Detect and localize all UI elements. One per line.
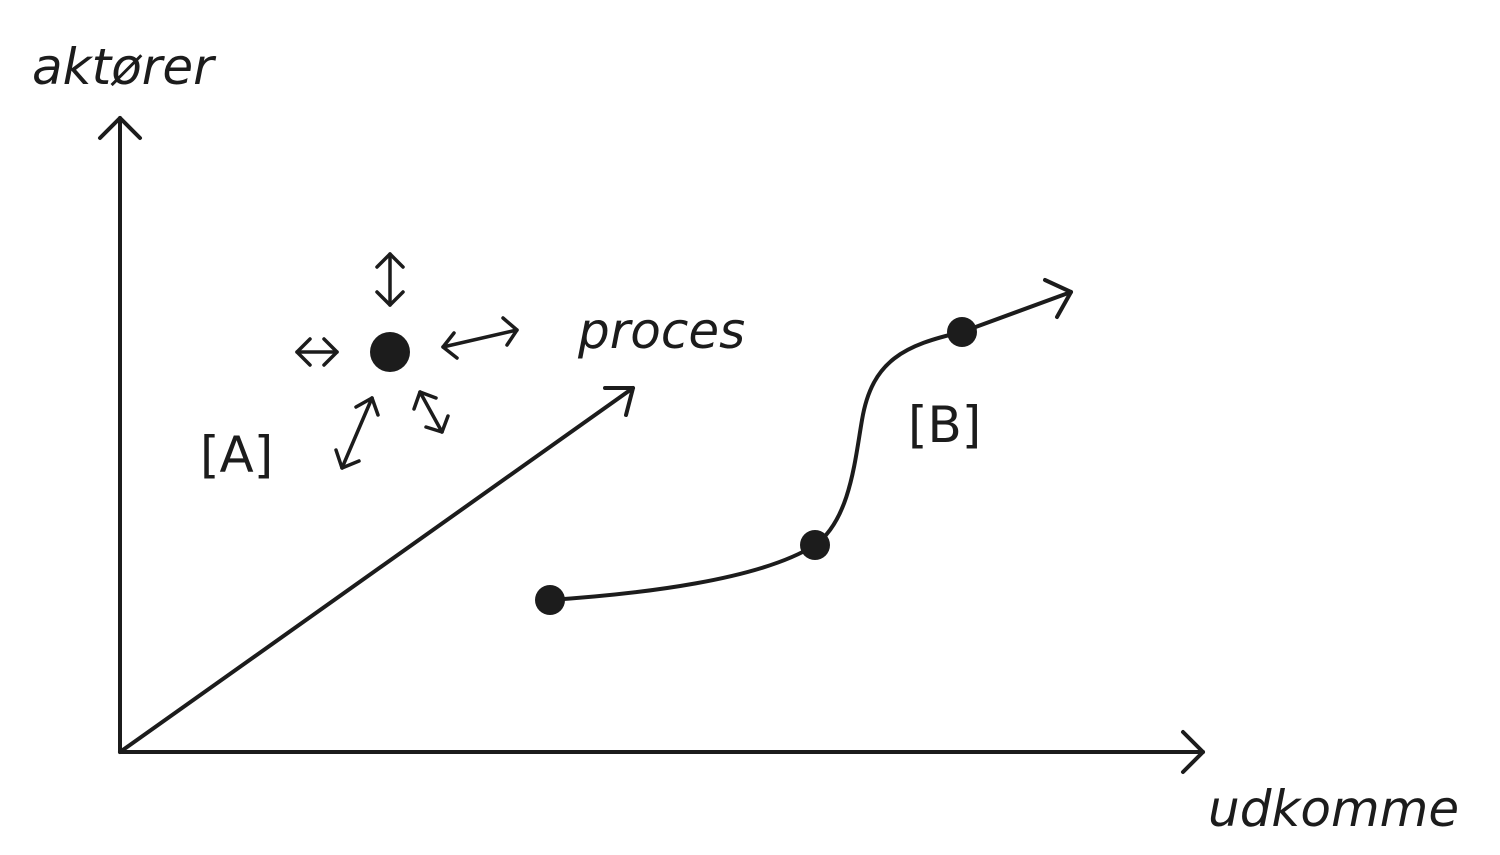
process-axis-line (118, 386, 635, 754)
double-arrow-icon (441, 316, 519, 360)
x-axis-label: udkomme (1208, 780, 1459, 838)
region-a-label: [A] (200, 426, 273, 484)
trajectory-arrowhead (1043, 278, 1073, 319)
x-axis (118, 730, 1205, 774)
region-b-trajectory (535, 278, 1073, 615)
process-axis-label: proces (577, 302, 745, 360)
double-arrow-icon (295, 337, 339, 367)
y-axis (98, 116, 142, 754)
trajectory-point-end (947, 317, 977, 347)
process-axis-arrowhead (603, 386, 635, 417)
trajectory-point-middle (800, 530, 830, 560)
trajectory-curve (548, 290, 1073, 602)
trajectory-point-start (535, 585, 565, 615)
region-a-center-dot (370, 332, 410, 372)
y-axis-label: aktører (32, 38, 217, 96)
double-arrow-icon (412, 390, 450, 434)
y-axis-arrowhead (98, 116, 142, 140)
double-arrow-icon (334, 396, 380, 470)
region-b-label: [B] (908, 396, 981, 454)
double-arrow-icon (375, 252, 405, 307)
x-axis-arrowhead (1181, 730, 1205, 774)
region-a-cluster (295, 252, 519, 470)
process-axis (118, 386, 635, 754)
